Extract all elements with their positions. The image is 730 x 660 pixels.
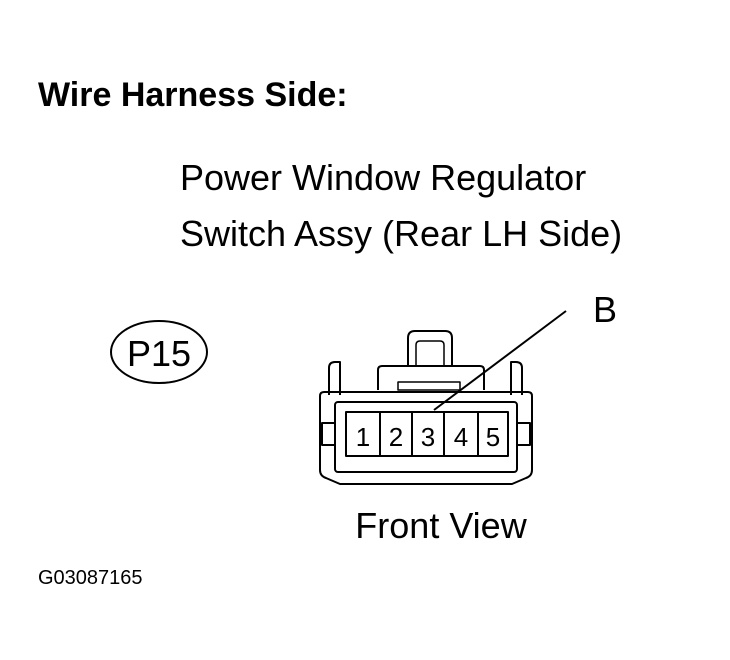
connector-right-ear [516,422,531,446]
pin-number: 2 [389,422,403,452]
pin-number: 1 [356,422,370,452]
pin-number: 5 [486,422,500,452]
connector-right-post [510,361,523,395]
pin-number: 4 [454,422,468,452]
connector-housing-outer [319,391,533,485]
connector-shoulder [377,365,485,390]
component-name-line1: Power Window Regulator [180,157,586,198]
connector-left-ear [321,422,336,446]
connector-top-tab [407,330,453,366]
view-label: Front View [355,505,527,546]
connector-latch [397,381,461,391]
heading: Wire Harness Side: [38,76,348,114]
connector-code: P15 [127,333,191,374]
connector-code-ellipse [110,320,208,384]
figure-id: G03087165 [38,567,143,589]
callout-leader-line [433,310,567,411]
pin-number: 3 [421,422,435,452]
callout-label-b: B [593,289,617,330]
component-name-line2: Switch Assy (Rear LH Side) [180,213,622,254]
connector-left-post [328,361,341,395]
connector-top-tab-inner [415,340,445,366]
connector-code-badge: P15 [110,320,208,384]
connector-body: 1 2 3 4 5 [319,330,533,485]
pin-frame [345,411,509,457]
